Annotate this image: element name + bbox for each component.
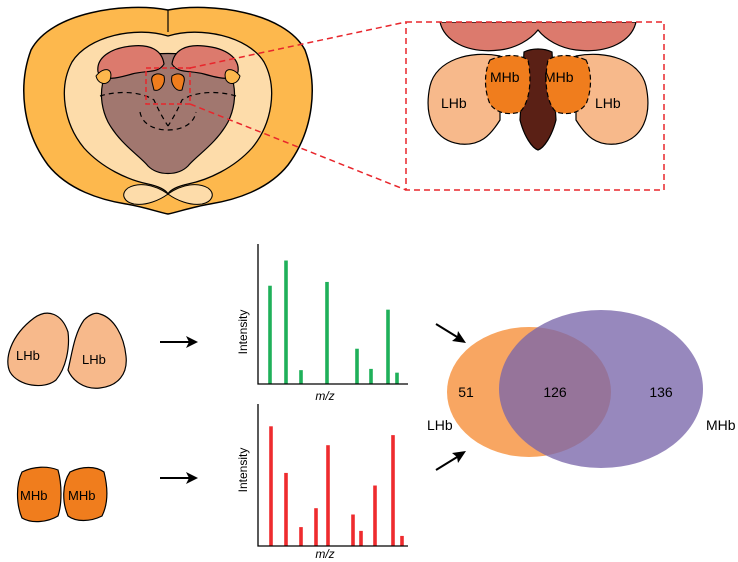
zoom-lhb-left-region [427, 53, 501, 145]
venn-diagram: 51 126 136 LHb MHb [427, 310, 736, 468]
sample-lhb-label-left: LHb [16, 348, 40, 363]
zoom-line-bottom [189, 103, 407, 191]
zoom-hippocampus [439, 22, 637, 52]
spectrum-lhb-xlabel: m/z [315, 389, 334, 403]
mhb-piece-right [63, 466, 108, 522]
ventral-lobe-left [123, 184, 169, 205]
spectrum-peak [299, 370, 303, 384]
spectrum-peak [269, 426, 273, 546]
lhb-piece-right [67, 312, 127, 389]
zoom-lhb-right-region [575, 53, 649, 145]
spectrum-peak [299, 527, 303, 546]
zoom-inset-frame [405, 21, 665, 191]
spectrum-peak [373, 485, 377, 546]
dissected-lhb-pair: LHb LHb [7, 312, 127, 389]
arrow-spectrum-lhb-to-venn [435, 323, 466, 343]
spectrum-peak [326, 445, 330, 546]
zoom-label-mhb-right: MHb [544, 69, 574, 85]
spectrum-peak [284, 260, 288, 384]
spectrum-peak [400, 535, 404, 546]
spectrum-mhb: Intensity m/z [236, 404, 408, 561]
zoom-mhb-right-region [545, 54, 592, 115]
sample-mhb-label-right: MHb [68, 488, 95, 503]
spectrum-lhb-ylabel: Intensity [236, 310, 250, 355]
spectrum-peak [351, 514, 355, 546]
hippocampus-right [171, 45, 239, 79]
habenula-zoom-inset: LHb MHb MHb LHb [405, 21, 665, 191]
lhb-piece-left [7, 312, 70, 387]
sample-lhb-label-right: LHb [82, 352, 106, 367]
spectrum-peak [284, 472, 288, 546]
zoom-label-lhb-left: LHb [441, 95, 467, 111]
venn-label-mhb: MHb [706, 417, 736, 433]
spectrum-lhb-peaks [268, 260, 399, 384]
spectrum-lhb-axes [257, 244, 408, 385]
hippocampus-left [97, 45, 165, 79]
arrow-spectrum-mhb-to-venn [435, 451, 466, 471]
arrow-lhb-to-spectrum [160, 336, 198, 348]
venn-count-shared: 126 [543, 384, 567, 400]
spectrum-peak [325, 281, 329, 384]
venn-count-lhb-only: 51 [458, 384, 474, 400]
venn-count-mhb-only: 136 [649, 384, 673, 400]
zoom-mhb-left-region [484, 54, 531, 115]
spectrum-peak [395, 372, 399, 384]
habenula-right [171, 73, 185, 91]
coronal-brain-section [23, 6, 313, 215]
ventricle-left [95, 69, 112, 84]
spectrum-peak [355, 348, 359, 384]
venn-label-lhb: LHb [427, 417, 453, 433]
spectrum-mhb-peaks [269, 426, 404, 546]
zoom-label-mhb-left: MHb [490, 69, 520, 85]
spectrum-lhb: Intensity m/z [236, 244, 408, 403]
zoom-label-lhb-right: LHb [595, 95, 621, 111]
spectrum-peak [359, 530, 363, 546]
ventricle-right [224, 69, 241, 84]
spectrum-mhb-axes [257, 404, 408, 547]
spectrum-mhb-xlabel: m/z [315, 547, 334, 561]
spectrum-peak [314, 508, 318, 546]
spectrum-peak [268, 285, 272, 384]
spectrum-mhb-ylabel: Intensity [236, 448, 250, 493]
sample-mhb-label-left: MHb [20, 488, 47, 503]
dissected-mhb-pair: MHb MHb [16, 466, 108, 523]
ventral-lobe-right [167, 184, 213, 205]
zoom-line-top [189, 21, 407, 69]
nuclei-boundary-dashed [99, 91, 237, 131]
spectrum-peak [386, 309, 390, 384]
spectrum-peak [369, 368, 373, 384]
arrow-mhb-to-spectrum [160, 472, 198, 484]
spectrum-peak [391, 435, 395, 546]
venn-mhb-circle [499, 310, 703, 468]
habenula-left [151, 73, 165, 91]
mhb-piece-left [16, 466, 62, 523]
